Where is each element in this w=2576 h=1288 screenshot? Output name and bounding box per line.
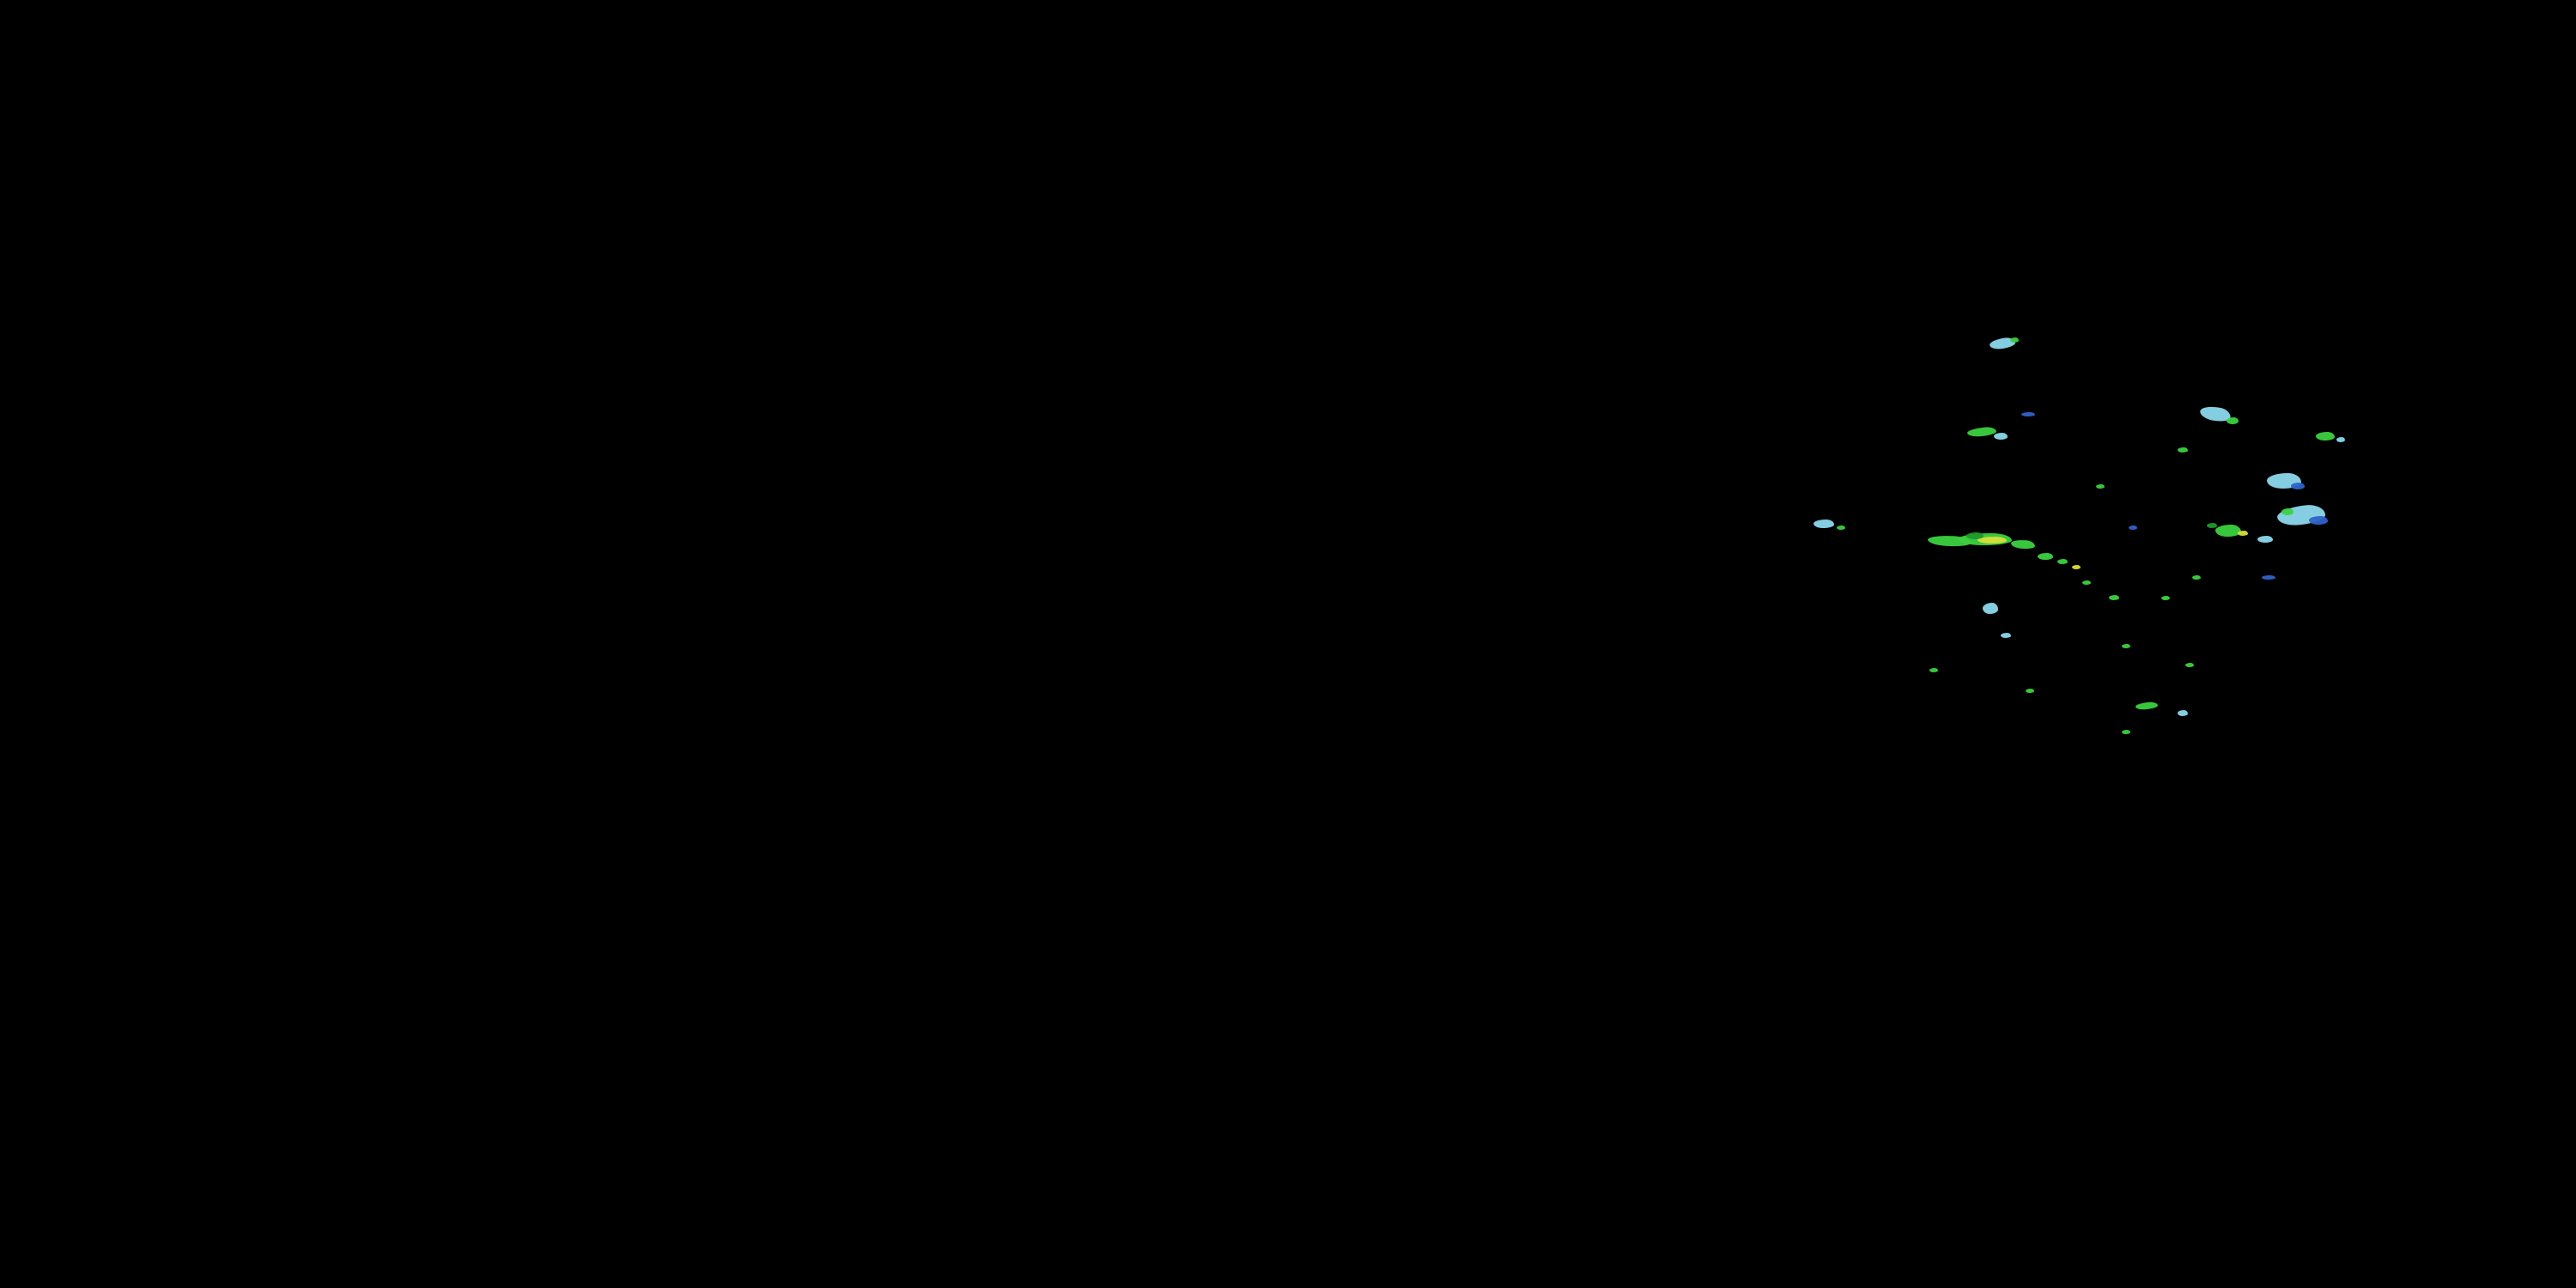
radar-echo (1983, 602, 1998, 614)
radar-echo (2316, 432, 2335, 440)
radar-echo (2227, 417, 2239, 424)
radar-echo (2082, 580, 2091, 585)
radar-echo (2238, 531, 2248, 536)
radar-echo (2021, 411, 2035, 416)
radar-echo (2129, 525, 2137, 530)
radar-echo (1929, 667, 1938, 672)
radar-echo (1966, 426, 1997, 438)
radar-echo (1966, 532, 1984, 539)
radar-echo (2309, 516, 2328, 525)
radar-echo (1814, 519, 1834, 528)
radar-echo (2178, 709, 2188, 716)
radar-echo (2038, 553, 2053, 560)
radar-echo (2291, 483, 2305, 489)
radar-echo (2215, 525, 2241, 537)
radar-echo (2192, 574, 2201, 580)
radar-echo (2109, 595, 2119, 600)
radar-echo (1837, 525, 1845, 530)
radar-echo (2010, 337, 2019, 343)
radar-echo (2161, 595, 2170, 600)
radar-echo (2178, 447, 2188, 453)
radar-echo (2072, 564, 2081, 569)
radar-echo (2207, 523, 2217, 528)
radar-echo (2001, 633, 2011, 638)
radar-echo (2281, 508, 2293, 515)
radar-echo (2026, 688, 2034, 693)
radar-echo (2135, 701, 2159, 711)
radar-echo (1994, 433, 2008, 440)
radar-echo (2057, 559, 2068, 564)
radar-echo (2336, 437, 2345, 442)
radar-echo (2096, 483, 2105, 489)
radar-echo (2122, 729, 2130, 734)
radar-echo (2257, 536, 2273, 543)
radar-echo (1978, 537, 2007, 544)
radar-echo (2010, 538, 2036, 550)
radar-echo (2185, 662, 2194, 667)
radar-echo (2262, 574, 2275, 580)
radar-echo (2122, 643, 2130, 648)
